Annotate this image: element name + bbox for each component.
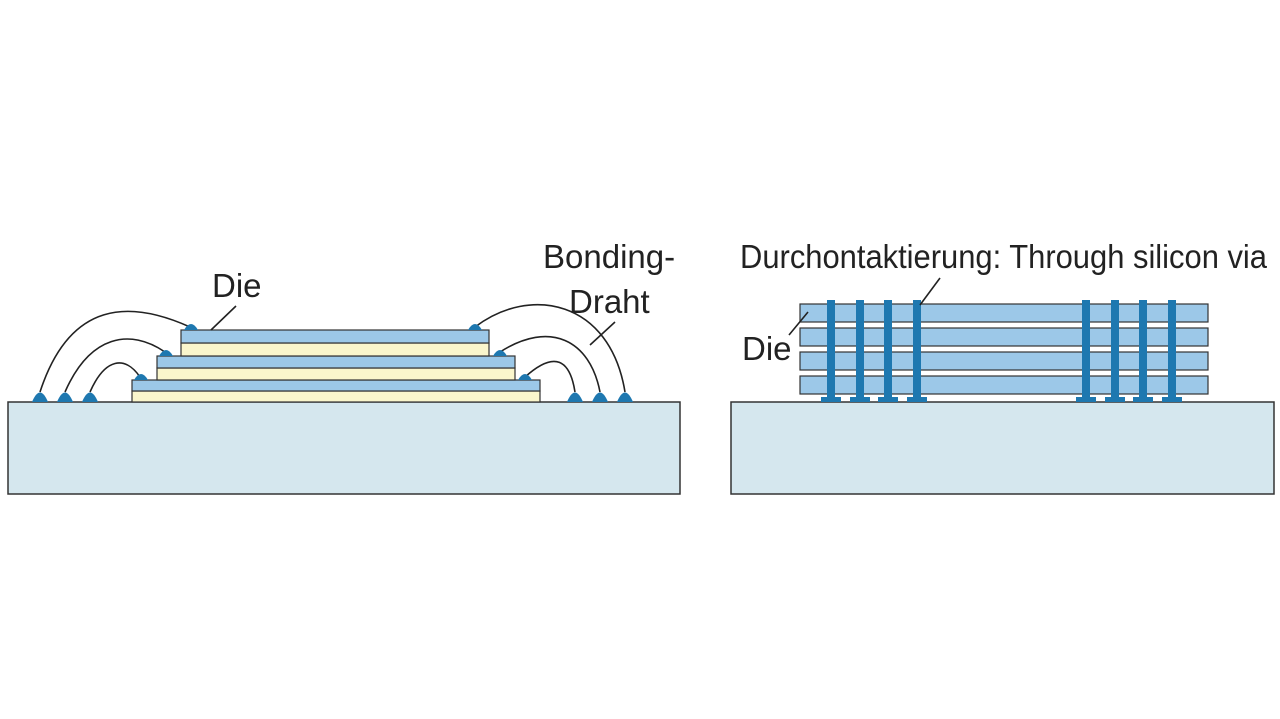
bonding-wire-label-line2: Draht	[569, 283, 650, 320]
bond-wire	[39, 310, 191, 393]
bond-wire	[89, 362, 141, 393]
wire-bond-stack: Die Bonding- Draht	[7, 238, 681, 495]
die-layer	[799, 375, 1209, 395]
tsv-leader-line	[919, 277, 941, 306]
via	[1111, 300, 1119, 399]
via-bump	[850, 397, 870, 402]
via	[1082, 300, 1090, 399]
bond-pad	[82, 392, 98, 402]
right-die-leader-line	[788, 311, 809, 336]
via	[856, 300, 864, 399]
left-die-label: Die	[212, 267, 262, 304]
via	[884, 300, 892, 399]
die-leader-line	[210, 305, 237, 331]
bond-pad	[468, 324, 482, 330]
via-bump	[1076, 397, 1096, 402]
via-bump	[821, 397, 841, 402]
bond-wire	[474, 304, 626, 393]
die-layer	[799, 303, 1209, 323]
bonding-wire-label-line1: Bonding-	[543, 238, 675, 275]
bond-pad	[567, 392, 583, 402]
bond-pad	[518, 374, 532, 380]
via	[913, 300, 921, 399]
spacer-layer	[156, 367, 516, 381]
spacer-layer	[131, 390, 541, 403]
left-substrate	[7, 401, 681, 495]
bond-pad	[32, 392, 48, 402]
bond-pad	[493, 350, 507, 356]
die-layer	[131, 379, 541, 392]
die-layer	[799, 327, 1209, 347]
via	[1139, 300, 1147, 399]
tsv-label: Durchontaktierung: Through silicon via	[740, 238, 1268, 275]
right-substrate	[730, 401, 1275, 495]
bond-wire	[499, 335, 601, 393]
via	[827, 300, 835, 399]
spacer-layer	[180, 342, 490, 357]
die-layer	[180, 329, 490, 344]
bond-pad	[592, 392, 608, 402]
via-bump	[1162, 397, 1182, 402]
bond-wire	[64, 338, 166, 393]
via	[1168, 300, 1176, 399]
die-layer	[799, 351, 1209, 371]
bonding-wire-leader-line	[589, 321, 616, 346]
bond-pad	[617, 392, 633, 402]
via-bump	[1105, 397, 1125, 402]
bond-wire	[524, 360, 576, 393]
via-bump	[907, 397, 927, 402]
tsv-stack: Durchontaktierung: Through silicon via D…	[730, 238, 1275, 495]
die-layer	[156, 355, 516, 369]
bond-pad	[134, 374, 148, 380]
bond-pad	[57, 392, 73, 402]
right-die-label: Die	[742, 330, 792, 367]
via-bump	[878, 397, 898, 402]
bond-pad	[159, 350, 173, 356]
via-bump	[1133, 397, 1153, 402]
bond-pad	[184, 324, 198, 330]
